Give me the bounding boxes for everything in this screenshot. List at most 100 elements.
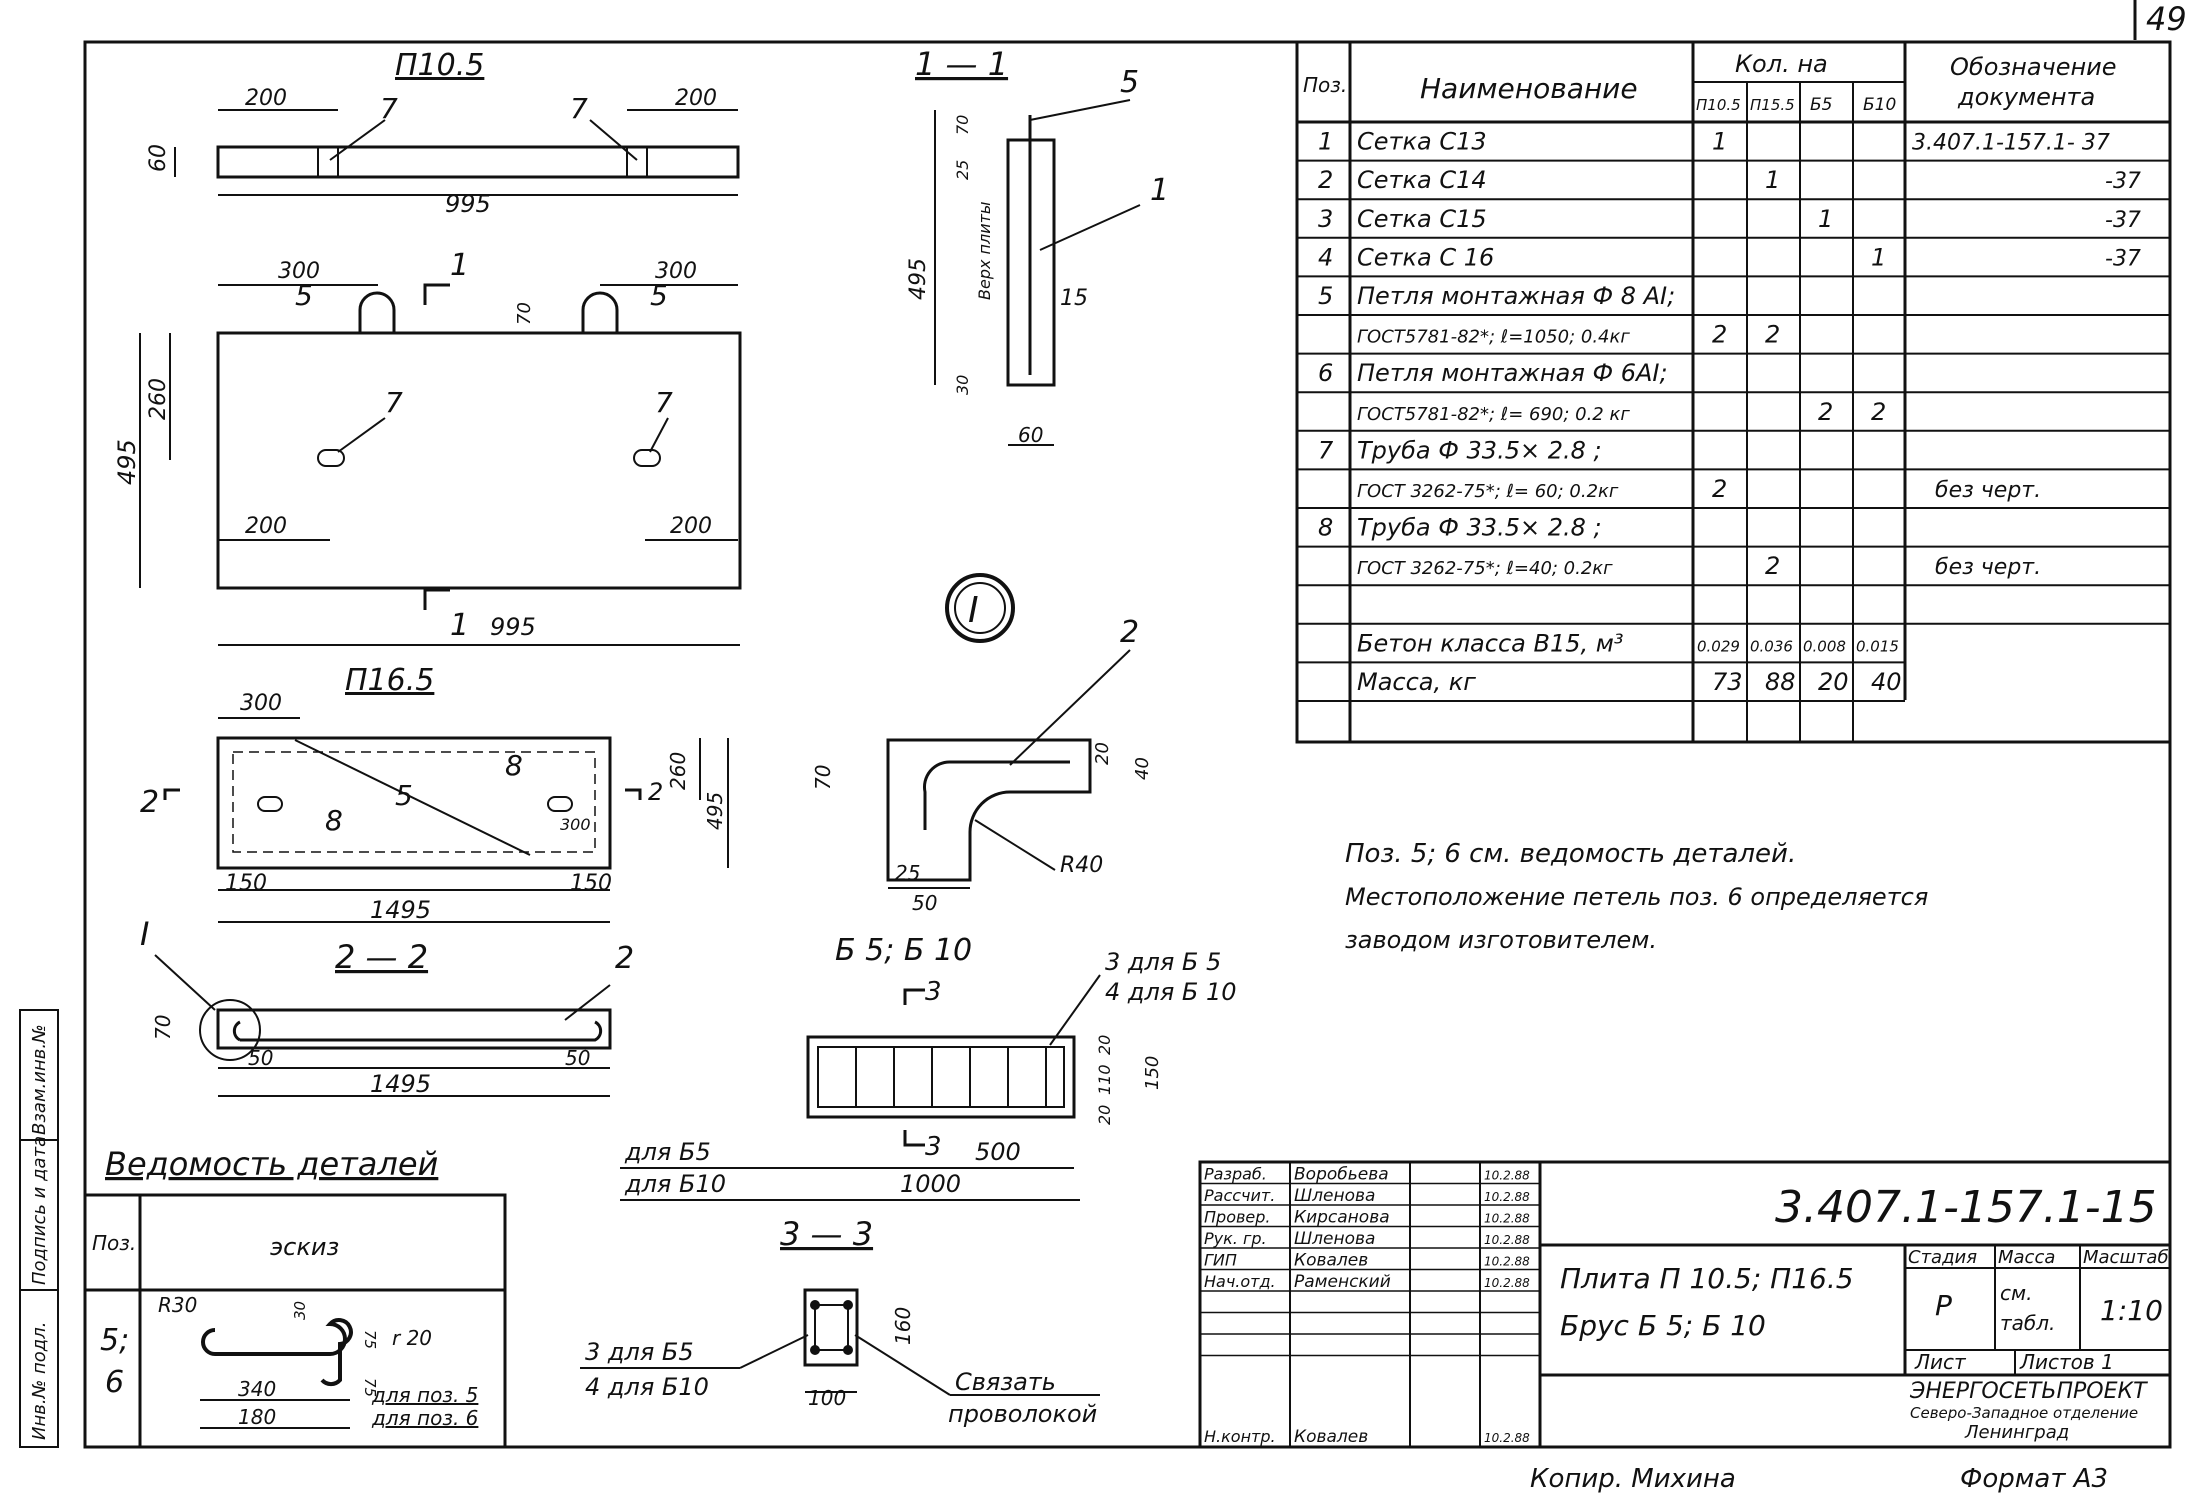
svg-text:150: 150 xyxy=(1142,1056,1163,1090)
svg-text:180: 180 xyxy=(238,1405,276,1429)
svg-text:300: 300 xyxy=(240,691,282,716)
table-cell-qty: 2 xyxy=(1712,321,1727,349)
svg-text:1: 1 xyxy=(1150,173,1169,208)
svg-text:для Б10: для Б10 xyxy=(624,1170,726,1198)
svg-text:70: 70 xyxy=(151,1015,175,1040)
stamp-sign: Подпись и дата xyxy=(29,1136,50,1285)
svg-text:4 для Б 10: 4 для Б 10 xyxy=(1105,978,1237,1006)
table-cell-doc: -37 xyxy=(2105,246,2141,271)
sec22-title: 2 — 2 xyxy=(335,938,428,976)
th-pos: Поз. xyxy=(1303,73,1347,97)
section-2-2: 2 — 2 2 I 70 50 50 1495 xyxy=(140,915,634,1098)
table-cell-qty: 1 xyxy=(1765,166,1780,194)
svg-text:6: 6 xyxy=(105,1365,124,1400)
svg-text:Листов 1: Листов 1 xyxy=(2019,1350,2114,1374)
table-cell-name: Петля монтажная Ф 8 АI; xyxy=(1357,282,1675,310)
p10-view: П10.5 200 200 7 7 60 995 300 300 5 5 1 7… xyxy=(113,48,742,646)
table-cell-qty: 20 xyxy=(1818,668,1849,696)
table-cell-name: Сетка С 16 xyxy=(1357,243,1494,271)
table-cell-doc: 3.407.1-157.1- 37 xyxy=(1912,131,2110,156)
svg-text:3 для Б5: 3 для Б5 xyxy=(585,1338,694,1366)
svg-text:3 для Б 5: 3 для Б 5 xyxy=(1105,948,1221,976)
table-cell-doc: без черт. xyxy=(1935,555,2041,580)
detail-callout-I: I xyxy=(140,915,149,953)
table-cell-name: Труба Ф 33.5× 2.8 ; xyxy=(1357,436,1602,464)
svg-text:70: 70 xyxy=(811,765,835,790)
table-cell-name: ГОСТ5781-82*; ℓ=1050; 0.4кг xyxy=(1357,327,1630,348)
title-name: Воробьева xyxy=(1294,1165,1389,1185)
table-cell-name: Сетка С13 xyxy=(1357,128,1487,156)
table-cell-qty: 40 xyxy=(1871,668,1902,696)
product-line-2: Брус Б 5; Б 10 xyxy=(1560,1309,1766,1342)
title-date: 10.2.88 xyxy=(1484,1276,1530,1290)
mass-value: см. xyxy=(2000,1281,2032,1305)
sec11-title: 1 — 1 xyxy=(915,45,1008,83)
svg-text:300: 300 xyxy=(278,259,320,284)
table-cell-qty: 0.036 xyxy=(1750,637,1793,655)
table-cell-qty: 1 xyxy=(1871,243,1886,271)
svg-text:150: 150 xyxy=(570,871,612,896)
table-cell-name: Петля монтажная Ф 6АI; xyxy=(1357,359,1668,387)
table-cell-qty: 2 xyxy=(1765,321,1780,349)
detail-I: 2 70 20 40 R40 25 50 xyxy=(811,615,1153,915)
doc-code: 3.407.1-157.1-15 xyxy=(1775,1182,2157,1233)
svg-text:3: 3 xyxy=(925,977,942,1007)
svg-text:1495: 1495 xyxy=(370,1070,431,1098)
svg-text:40: 40 xyxy=(1132,757,1153,780)
svg-text:25: 25 xyxy=(953,160,972,180)
th-doc-2: документа xyxy=(1957,83,2095,111)
title-name: Ковалев xyxy=(1294,1427,1368,1447)
title-name: Раменский xyxy=(1294,1272,1391,1292)
th-q3: Б10 xyxy=(1863,95,1896,115)
svg-text:эскиз: эскиз xyxy=(270,1233,339,1261)
title-date: 10.2.88 xyxy=(1484,1212,1530,1226)
table-cell-name: ГОСТ 3262-75*; ℓ=40; 0.2кг xyxy=(1357,558,1613,579)
svg-text:7: 7 xyxy=(570,92,588,125)
p16-view: П16.5 300 8 8 5 300 2 2 260 495 150 150 … xyxy=(140,663,729,924)
table-cell-qty: 1 xyxy=(1818,205,1833,233)
svg-text:R40: R40 xyxy=(1060,853,1103,878)
title-role: Н.контр. xyxy=(1204,1427,1276,1446)
svg-text:495: 495 xyxy=(113,439,141,485)
table-cell-pos: 5 xyxy=(1318,282,1333,310)
svg-text:70: 70 xyxy=(514,302,535,325)
svg-text:5;: 5; xyxy=(100,1323,129,1358)
svg-text:300: 300 xyxy=(655,259,697,284)
th-qty: Кол. на xyxy=(1735,50,1828,78)
notes: Поз. 5; 6 см. ведомость деталей. Местопо… xyxy=(1345,839,1928,954)
svg-text:Масштаб: Масштаб xyxy=(2083,1247,2169,1268)
title-role: Рассчит. xyxy=(1204,1186,1275,1205)
svg-text:340: 340 xyxy=(238,1377,276,1401)
table-cell-name: Сетка С14 xyxy=(1357,166,1487,194)
table-cell-pos: 3 xyxy=(1318,205,1333,233)
svg-text:75: 75 xyxy=(361,1330,379,1349)
title-date: 10.2.88 xyxy=(1484,1255,1530,1269)
svg-text:30: 30 xyxy=(291,1301,309,1320)
svg-text:500: 500 xyxy=(975,1138,1021,1166)
svg-text:Верх плиты: Верх плиты xyxy=(975,201,994,300)
svg-text:5: 5 xyxy=(1120,65,1139,100)
svg-text:300: 300 xyxy=(560,815,591,834)
svg-text:110: 110 xyxy=(1095,1064,1114,1095)
table-cell-name: Сетка С15 xyxy=(1357,205,1487,233)
svg-text:Лист: Лист xyxy=(1914,1350,1967,1374)
section-1-1: 1 — 1 5 1 15 70 25 495 Верх плиты 30 60 xyxy=(906,45,1169,447)
svg-text:r 20: r 20 xyxy=(392,1326,432,1350)
svg-text:Масса: Масса xyxy=(1998,1247,2055,1268)
svg-text:160: 160 xyxy=(891,1307,915,1345)
svg-text:200: 200 xyxy=(245,86,287,111)
table-cell-name: Масса, кг xyxy=(1357,668,1476,696)
title-name: Кирсанова xyxy=(1294,1208,1390,1228)
svg-text:60: 60 xyxy=(1018,423,1043,447)
svg-text:995: 995 xyxy=(445,190,491,218)
p10-title: П10.5 xyxy=(395,48,484,83)
table-cell-qty: 2 xyxy=(1765,552,1780,580)
table-cell-pos: 1 xyxy=(1318,128,1333,156)
svg-text:70: 70 xyxy=(953,115,972,135)
svg-text:2: 2 xyxy=(615,941,634,976)
title-role: Нач.отд. xyxy=(1204,1272,1276,1291)
th-q1: П15.5 xyxy=(1750,96,1795,114)
svg-text:3: 3 xyxy=(925,1132,942,1162)
